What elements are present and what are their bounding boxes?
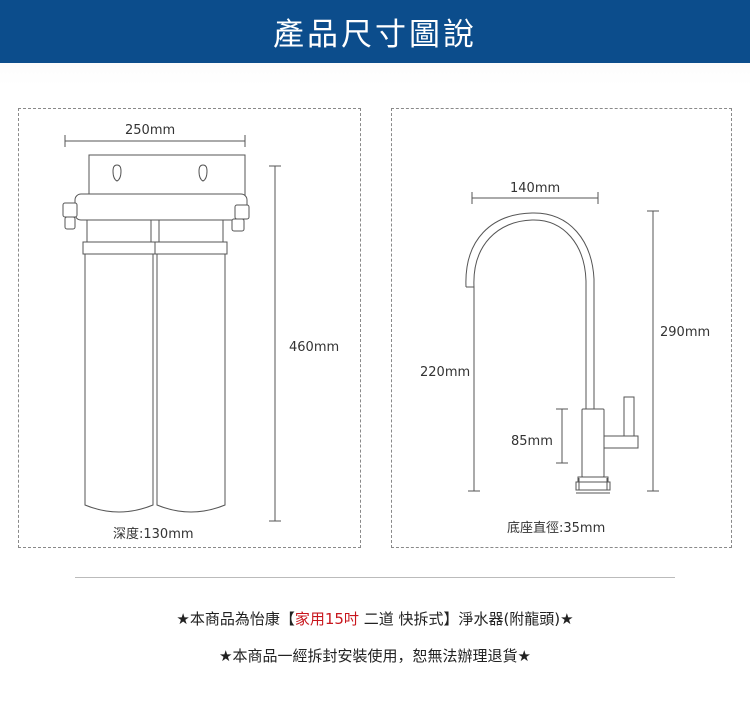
filter-cartridge-left	[82, 219, 156, 513]
width-dimension-label: 250mm	[125, 123, 175, 138]
product-description-note: ★本商品為怡康【家用15吋 二道 快拆式】淨水器(附龍頭)★	[0, 608, 750, 629]
page-title: 產品尺寸圖說	[273, 17, 477, 53]
note-suffix: 二道 快拆式】淨水器(附龍頭)★	[358, 610, 574, 628]
total-height-dimension-label: 290mm	[660, 325, 710, 340]
mounting-bracket	[88, 154, 246, 196]
filter-dimension-panel: 250mm 460mm	[18, 108, 361, 548]
base-diameter-label: 底座直徑:35mm	[507, 520, 605, 536]
faucet-dimension-panel: 140mm 290mm 220mm 85mm	[391, 108, 732, 548]
filter-diagram: 250mm 460mm	[62, 123, 339, 542]
body-height-dimension-line	[556, 408, 568, 464]
spout-width-dimension-line	[471, 192, 599, 204]
width-dimension-line	[64, 135, 246, 147]
note-prefix: ★本商品為怡康【	[176, 610, 295, 628]
spout-height-dimension-label: 220mm	[420, 365, 470, 380]
filter-head	[62, 193, 250, 232]
header-bar: 產品尺寸圖說	[0, 0, 750, 63]
faucet-diagram: 140mm 290mm 220mm 85mm	[420, 181, 710, 536]
spout-width-dimension-label: 140mm	[510, 181, 560, 196]
note-highlight: 家用15吋	[294, 610, 359, 628]
faucet-body	[575, 396, 639, 494]
depth-label: 深度:130mm	[113, 526, 194, 542]
height-dimension-line	[269, 165, 281, 522]
filter-cartridge-right	[154, 219, 228, 513]
spout-height-dimension-line	[468, 287, 480, 492]
total-height-dimension-line	[647, 210, 659, 492]
body-height-dimension-label: 85mm	[511, 434, 553, 449]
height-dimension-label: 460mm	[289, 340, 339, 355]
faucet-spout	[465, 212, 595, 409]
section-divider	[75, 577, 675, 578]
return-policy-note: ★本商品一經拆封安裝使用，恕無法辦理退貨★	[219, 647, 531, 665]
